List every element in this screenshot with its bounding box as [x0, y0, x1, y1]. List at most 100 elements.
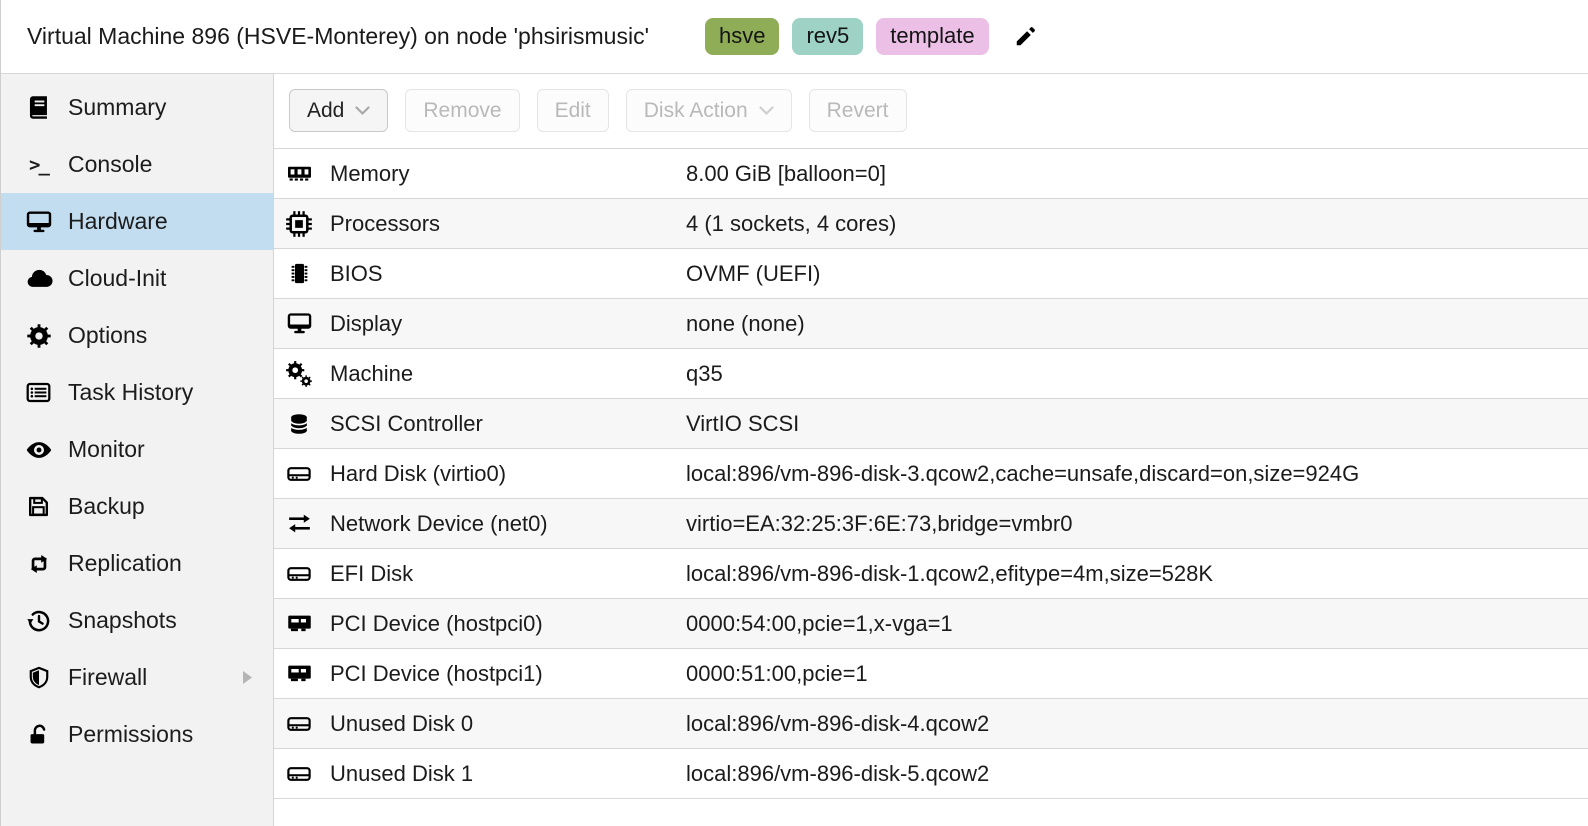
table-row-scsi-controller[interactable]: SCSI Controller VirtIO SCSI — [274, 399, 1588, 449]
sidebar-item-label: Permissions — [68, 721, 194, 747]
book-icon — [22, 94, 55, 121]
cloud-icon — [22, 265, 55, 293]
sidebar-item-label: Console — [68, 151, 153, 177]
bios-chip-icon — [284, 260, 314, 287]
chevron-down-icon — [759, 105, 774, 115]
row-value: local:896/vm-896-disk-1.qcow2,efitype=4m… — [686, 560, 1214, 586]
history-icon — [22, 608, 55, 634]
table-row-display[interactable]: Display none (none) — [274, 299, 1588, 349]
row-value: 4 (1 sockets, 4 cores) — [686, 210, 897, 236]
hard-disk-icon — [284, 561, 314, 587]
row-value: 8.00 GiB [balloon=0] — [686, 160, 886, 186]
unlock-icon — [22, 722, 55, 748]
table-row-efi-disk[interactable]: EFI Disk local:896/vm-896-disk-1.qcow2,e… — [274, 549, 1588, 599]
hard-disk-icon — [284, 761, 314, 787]
vm-sidebar: Summary >_ Console Hardware Cloud-Init O… — [1, 74, 274, 826]
table-row-pci-device-hostpci0[interactable]: PCI Device (hostpci0) 0000:54:00,pcie=1,… — [274, 599, 1588, 649]
exchange-icon — [284, 510, 314, 537]
tag-rev5: rev5 — [792, 18, 864, 55]
monitor-icon — [22, 208, 55, 236]
revert-button-label: Revert — [826, 98, 889, 122]
row-value: 0000:54:00,pcie=1,x-vga=1 — [686, 610, 953, 636]
sidebar-item-summary[interactable]: Summary — [1, 79, 273, 136]
row-label: PCI Device (hostpci0) — [330, 610, 543, 636]
disk-action-button-label: Disk Action — [643, 98, 748, 122]
edit-button-label: Edit — [554, 98, 591, 122]
pci-card-icon — [284, 660, 314, 687]
add-button-label: Add — [307, 98, 345, 122]
row-value: local:896/vm-896-disk-4.qcow2 — [686, 710, 990, 736]
shield-icon — [22, 665, 55, 691]
list-icon — [22, 379, 55, 406]
retweet-icon — [22, 550, 55, 578]
remove-button-label: Remove — [423, 98, 502, 122]
sidebar-item-options[interactable]: Options — [1, 307, 273, 364]
row-label: EFI Disk — [330, 560, 414, 586]
row-value: OVMF (UEFI) — [686, 260, 821, 286]
row-label: SCSI Controller — [330, 410, 483, 436]
remove-button[interactable]: Remove — [405, 89, 520, 132]
table-row-unused-disk-1[interactable]: Unused Disk 1 local:896/vm-896-disk-5.qc… — [274, 749, 1588, 799]
gear-icon — [22, 323, 55, 349]
row-value: 0000:51:00,pcie=1 — [686, 660, 868, 686]
row-value: q35 — [686, 360, 723, 386]
sidebar-item-monitor[interactable]: Monitor — [1, 421, 273, 478]
tag-template: template — [876, 18, 989, 55]
table-row-hard-disk-virtio0[interactable]: Hard Disk (virtio0) local:896/vm-896-dis… — [274, 449, 1588, 499]
tag-hsve: hsve — [704, 18, 780, 55]
cpu-icon — [284, 210, 314, 238]
row-value: none (none) — [686, 310, 805, 336]
main-area: Summary >_ Console Hardware Cloud-Init O… — [1, 74, 1588, 826]
eye-icon — [22, 436, 55, 464]
revert-button[interactable]: Revert — [808, 89, 907, 132]
table-row-memory[interactable]: Memory 8.00 GiB [balloon=0] — [274, 149, 1588, 199]
table-row-machine[interactable]: Machine q35 — [274, 349, 1588, 399]
sidebar-item-label: Summary — [68, 94, 167, 120]
add-button[interactable]: Add — [289, 89, 389, 132]
sidebar-item-snapshots[interactable]: Snapshots — [1, 592, 273, 649]
table-row-pci-device-hostpci1[interactable]: PCI Device (hostpci1) 0000:51:00,pcie=1 — [274, 649, 1588, 699]
table-row-processors[interactable]: Processors 4 (1 sockets, 4 cores) — [274, 199, 1588, 249]
table-row-unused-disk-0[interactable]: Unused Disk 0 local:896/vm-896-disk-4.qc… — [274, 699, 1588, 749]
tag-list: hsve rev5 template — [704, 18, 1037, 55]
sidebar-item-console[interactable]: >_ Console — [1, 136, 273, 193]
table-row-network-device-net0[interactable]: Network Device (net0) virtio=EA:32:25:3F… — [274, 499, 1588, 549]
page-title: Virtual Machine 896 (HSVE-Monterey) on n… — [27, 23, 649, 49]
hard-disk-icon — [284, 711, 314, 737]
disk-action-button[interactable]: Disk Action — [625, 89, 792, 132]
sidebar-item-backup[interactable]: Backup — [1, 478, 273, 535]
row-label: Memory — [330, 160, 410, 186]
sidebar-item-replication[interactable]: Replication — [1, 535, 273, 592]
toolbar: Add Remove Edit Disk Action Revert — [274, 74, 1588, 148]
row-value: local:896/vm-896-disk-5.qcow2 — [686, 760, 990, 786]
sidebar-item-label: Backup — [68, 493, 145, 519]
title-bar: Virtual Machine 896 (HSVE-Monterey) on n… — [1, 0, 1588, 74]
hardware-table: Memory 8.00 GiB [balloon=0] Processors 4… — [274, 148, 1588, 799]
row-label: PCI Device (hostpci1) — [330, 660, 543, 686]
row-label: Unused Disk 0 — [330, 710, 474, 736]
row-value: local:896/vm-896-disk-3.qcow2,cache=unsa… — [686, 460, 1360, 486]
sidebar-item-cloud-init[interactable]: Cloud-Init — [1, 250, 273, 307]
row-label: Network Device (net0) — [330, 510, 548, 536]
sidebar-item-label: Firewall — [68, 664, 148, 690]
sidebar-item-hardware[interactable]: Hardware — [1, 193, 273, 250]
sidebar-item-permissions[interactable]: Permissions — [1, 706, 273, 763]
sidebar-item-label: Snapshots — [68, 607, 177, 633]
sidebar-item-task-history[interactable]: Task History — [1, 364, 273, 421]
edit-button[interactable]: Edit — [536, 89, 609, 132]
terminal-icon: >_ — [29, 153, 50, 176]
sidebar-item-label: Options — [68, 322, 148, 348]
row-label: Processors — [330, 210, 441, 236]
table-row-bios[interactable]: BIOS OVMF (UEFI) — [274, 249, 1588, 299]
hard-disk-icon — [284, 461, 314, 487]
sidebar-item-label: Cloud-Init — [68, 265, 167, 291]
row-label: Unused Disk 1 — [330, 760, 474, 786]
row-value: VirtIO SCSI — [686, 410, 800, 436]
row-label: Display — [330, 310, 403, 336]
pencil-icon[interactable] — [1013, 25, 1037, 49]
row-label: Hard Disk (virtio0) — [330, 460, 507, 486]
sidebar-item-firewall[interactable]: Firewall — [1, 649, 273, 706]
cogs-icon — [284, 360, 314, 388]
sidebar-item-label: Monitor — [68, 436, 145, 462]
row-label: BIOS — [330, 260, 383, 286]
